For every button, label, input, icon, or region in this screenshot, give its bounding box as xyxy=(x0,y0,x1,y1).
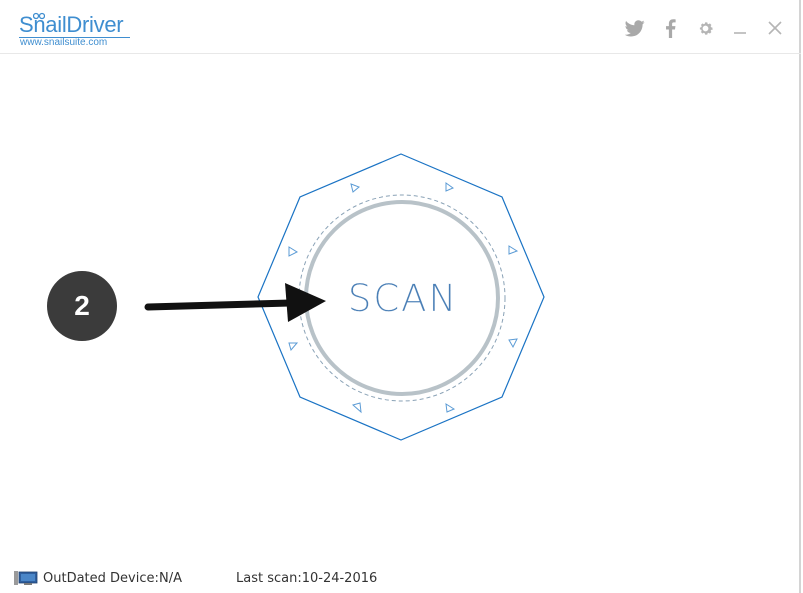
triangle-marker-icon xyxy=(288,342,299,352)
triangle-marker-icon xyxy=(288,246,299,257)
gear-icon xyxy=(699,21,712,35)
scan-button[interactable]: SCAN xyxy=(307,202,499,394)
app-name: SnailDriver xyxy=(19,12,124,37)
twitter-icon xyxy=(625,19,645,36)
settings-button[interactable] xyxy=(693,16,717,40)
direction-markers xyxy=(288,182,519,414)
triangle-marker-icon xyxy=(508,245,519,255)
minimize-icon xyxy=(734,32,746,34)
triangle-marker-icon xyxy=(508,338,518,349)
step-badge: 2 xyxy=(47,271,117,341)
triangle-marker-icon xyxy=(351,402,362,414)
app-logo: SnailDriver www.snailsuite.com xyxy=(19,12,139,50)
triangle-marker-icon xyxy=(445,182,455,192)
triangle-marker-icon xyxy=(350,183,360,193)
triangle-marker-icon xyxy=(445,403,456,413)
pointer-arrow-icon xyxy=(144,283,326,322)
close-icon xyxy=(768,21,782,35)
status-bar: OutDated Device: N/A Last scan:10-24-201… xyxy=(0,563,801,593)
facebook-icon xyxy=(665,18,676,38)
close-button[interactable] xyxy=(763,16,787,40)
minimize-button[interactable] xyxy=(728,16,752,40)
window-controls xyxy=(612,15,787,41)
logo-underline xyxy=(19,37,130,38)
octagon-frame xyxy=(257,153,545,441)
snail-icon xyxy=(33,12,45,20)
facebook-button[interactable] xyxy=(658,16,682,40)
app-url: www.snailsuite.com xyxy=(20,37,108,48)
outdated-device-value: N/A xyxy=(159,571,182,586)
outdated-device-label: OutDated Device: xyxy=(43,571,159,586)
monitor-icon xyxy=(14,571,38,585)
title-bar: SnailDriver www.snailsuite.com xyxy=(0,0,801,54)
last-scan-text: Last scan:10-24-2016 xyxy=(236,571,378,586)
scan-label: SCAN xyxy=(347,276,459,320)
step-number: 2 xyxy=(74,290,90,321)
twitter-button[interactable] xyxy=(623,16,647,40)
